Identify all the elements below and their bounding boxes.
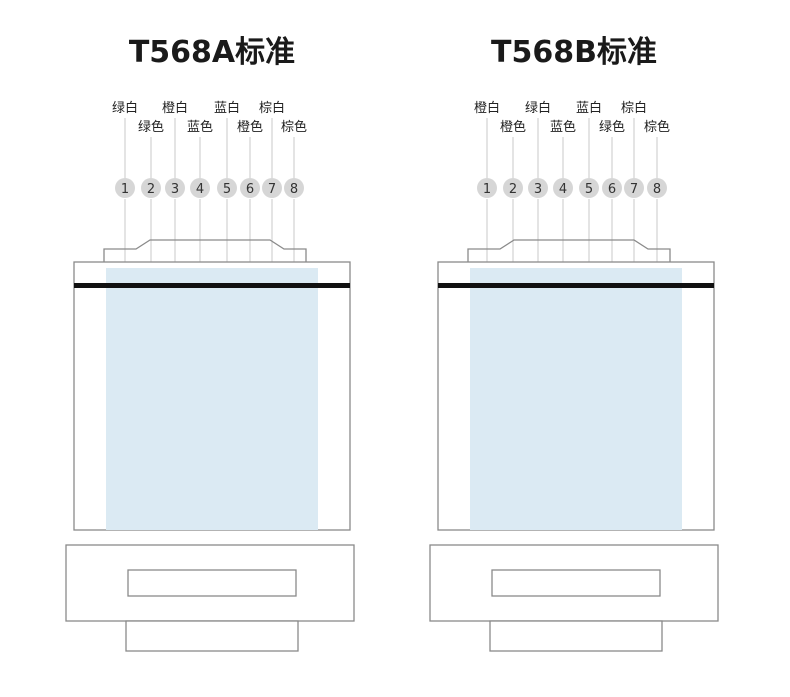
pin-number-circle: [602, 178, 622, 198]
pin-number: 3: [171, 182, 179, 197]
pin-number: 8: [653, 182, 661, 197]
pin-label: 橙白: [162, 100, 188, 116]
t568a-window: [106, 268, 318, 530]
pin-number-circle: [624, 178, 644, 198]
t568b-top-clip: [467, 239, 671, 262]
pin-label: 棕白: [621, 100, 647, 116]
t568a-diagram: T568A标准 绿白 1 绿色 2 橙白 3 蓝色 4 蓝白 5 橙色 6 棕白 7 棕色 8: [65, 35, 355, 652]
pin-number: 4: [196, 182, 204, 197]
pin-number: 8: [290, 182, 298, 197]
pin-label: 橙色: [237, 119, 263, 135]
pin-number-circle: [477, 178, 497, 198]
t568a-title: T568A标准: [129, 35, 295, 70]
t568b-window: [470, 268, 682, 530]
t568b-boot-slot: [491, 569, 661, 597]
t568a-boot-slot: [127, 569, 297, 597]
pin-number: 5: [585, 182, 593, 197]
pin-number: 6: [246, 182, 254, 197]
pin-number-circle: [579, 178, 599, 198]
t568b-title: T568B标准: [491, 35, 657, 70]
pin-number-circle: [165, 178, 185, 198]
pin-number: 4: [559, 182, 567, 197]
pin-number-circle: [528, 178, 548, 198]
pin-number-circle: [115, 178, 135, 198]
pin-label: 绿色: [599, 119, 625, 135]
pin-number-circle: [284, 178, 304, 198]
pin-label: 蓝色: [187, 119, 213, 135]
pin-label: 蓝白: [576, 100, 602, 116]
pin-number-circle: [141, 178, 161, 198]
t568b-contact-bar: [438, 283, 714, 288]
t568a-cable-stub: [125, 620, 299, 652]
t568b-cable-stub: [489, 620, 663, 652]
pin-label: 绿色: [138, 119, 164, 135]
pin-label: 蓝白: [214, 100, 240, 116]
pin-number: 3: [534, 182, 542, 197]
pin-number: 2: [147, 182, 155, 197]
pin-number: 7: [268, 182, 276, 197]
pin-label: 橙色: [500, 119, 526, 135]
pin-number-circle: [190, 178, 210, 198]
pin-label: 蓝色: [550, 119, 576, 135]
pin-number: 1: [121, 182, 129, 197]
pin-number: 6: [608, 182, 616, 197]
pin-label: 棕白: [259, 100, 285, 116]
pin-number-circle: [503, 178, 523, 198]
t568a-top-clip: [103, 239, 307, 262]
pin-number-circle: [240, 178, 260, 198]
pin-number: 2: [509, 182, 517, 197]
pin-number-circle: [647, 178, 667, 198]
pin-label: 绿白: [525, 100, 551, 116]
pin-label: 棕色: [281, 119, 307, 135]
pin-label: 绿白: [112, 100, 138, 116]
pin-number: 5: [223, 182, 231, 197]
pin-label: 棕色: [644, 119, 670, 135]
pin-label: 橙白: [474, 100, 500, 116]
pin-number-circle: [217, 178, 237, 198]
pin-number: 1: [483, 182, 491, 197]
t568a-contact-bar: [74, 283, 350, 288]
pin-number: 7: [630, 182, 638, 197]
t568b-diagram: T568B标准 橙白 1 橙色 2 绿白 3 蓝色 4 蓝白 5 绿色 6 棕白 7 棕色 8: [429, 35, 719, 652]
pin-number-circle: [553, 178, 573, 198]
pin-number-circle: [262, 178, 282, 198]
